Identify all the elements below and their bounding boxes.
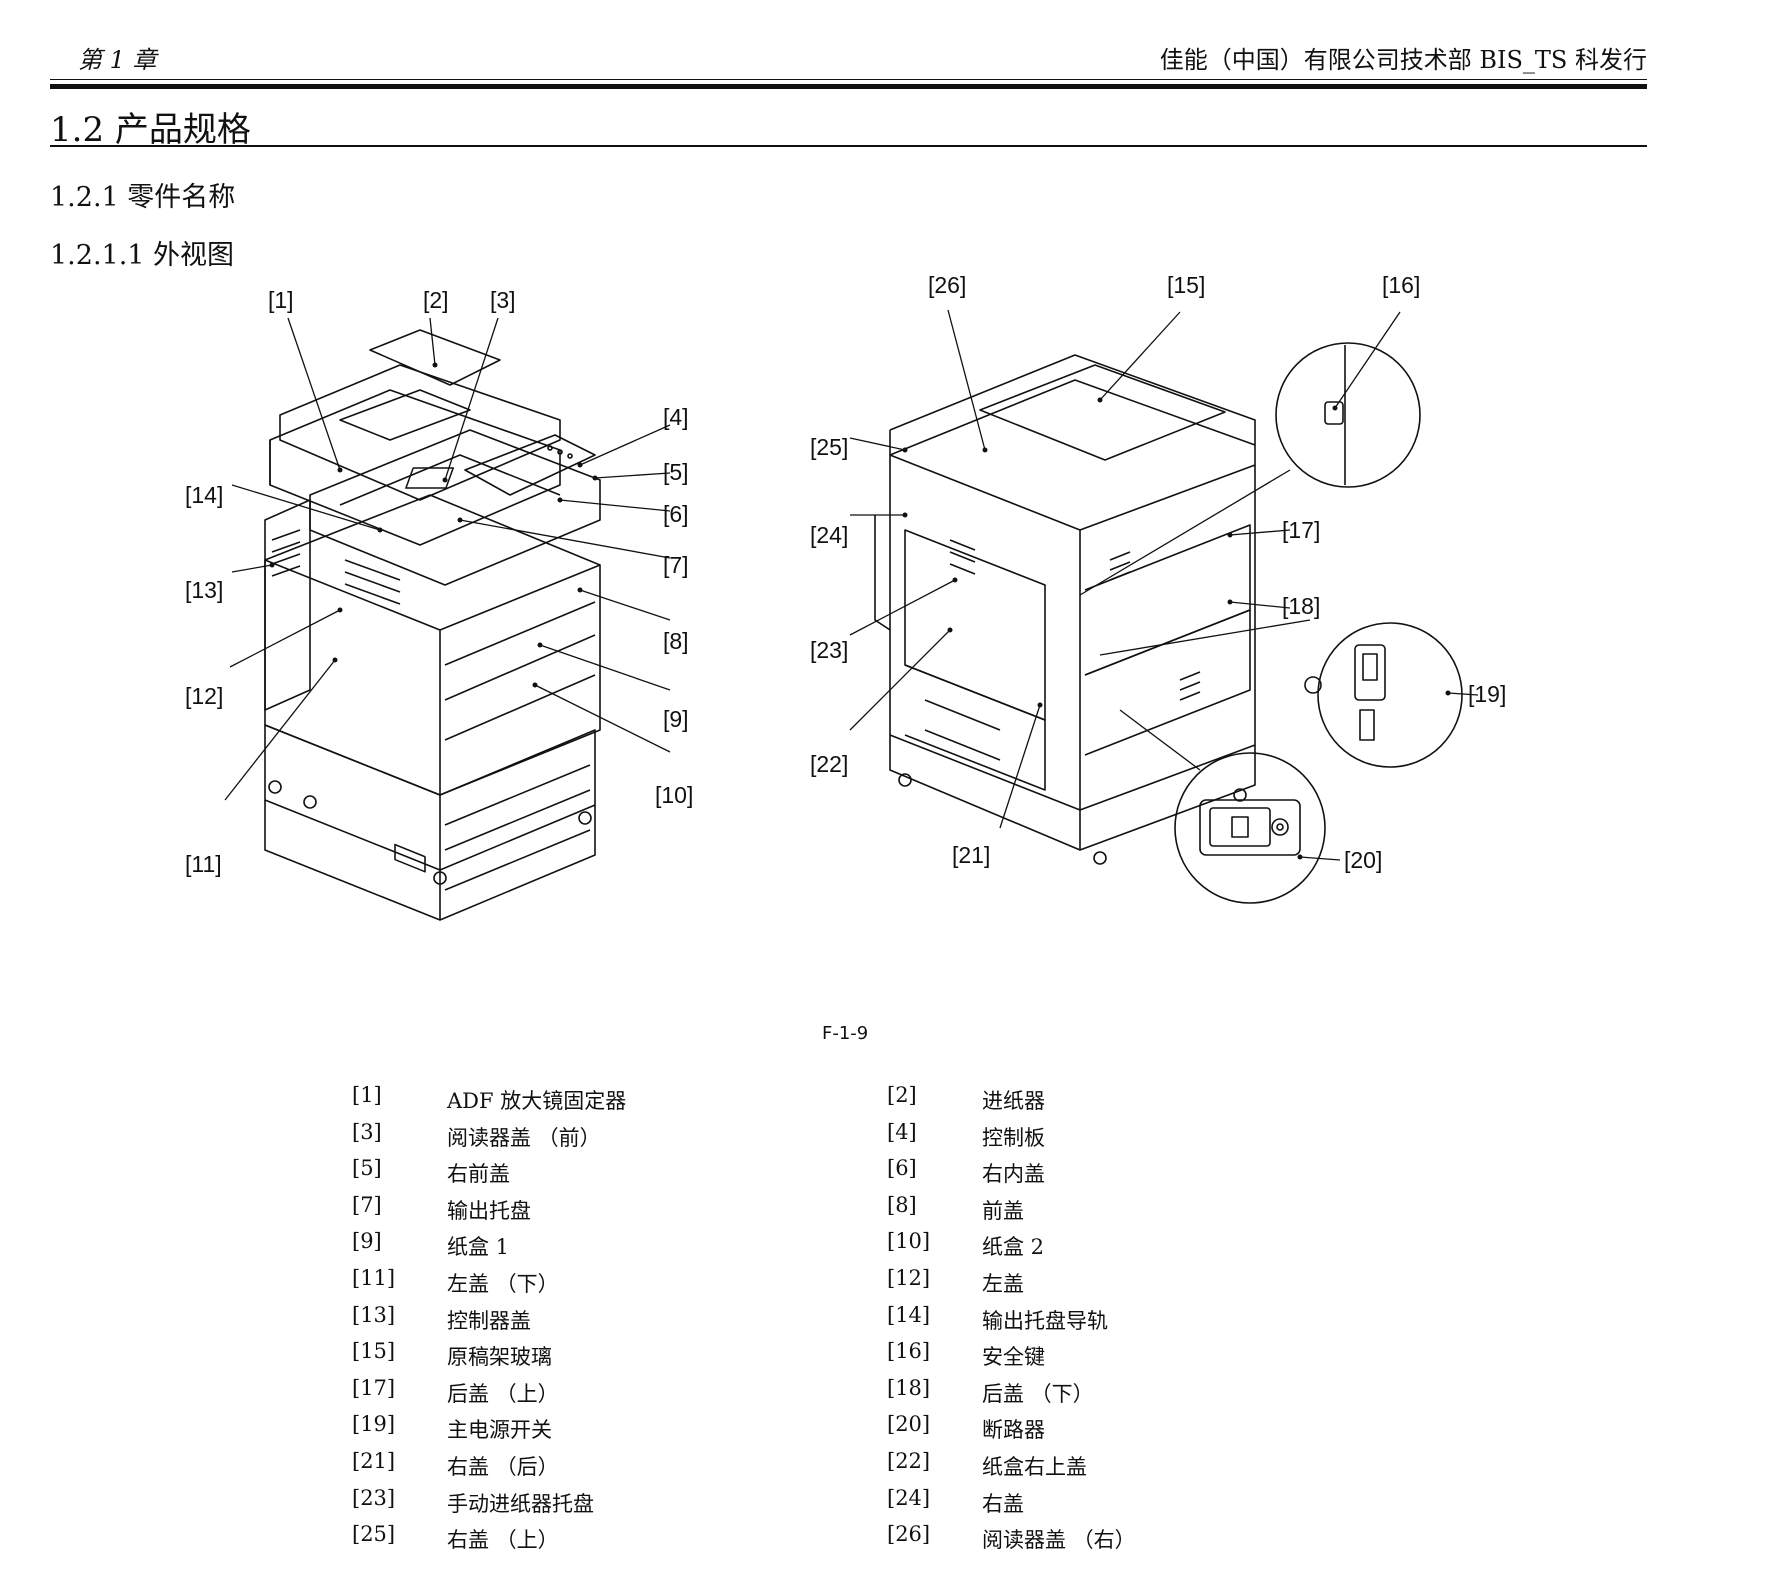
callout-4: [4] [663, 404, 689, 430]
callout-15: [15] [1167, 272, 1205, 298]
callout-16: [16] [1382, 272, 1420, 298]
header-rule [50, 84, 1647, 89]
part-name: 左盖 （下） [447, 1272, 559, 1296]
part-name: 控制器盖 [447, 1308, 531, 1333]
part-name: 右盖 [982, 1491, 1024, 1516]
part-number: [15] [352, 1339, 396, 1364]
callout-1: [1] [268, 287, 294, 313]
part-name: 右盖 （后） [447, 1455, 559, 1479]
callout-17: [17] [1282, 517, 1320, 543]
part-number: [17] [352, 1375, 396, 1400]
part-number: [23] [352, 1485, 396, 1510]
part-name: 手动进纸器托盘 [447, 1491, 594, 1516]
part-number: [7] [352, 1192, 382, 1217]
callout-25: [25] [810, 434, 848, 460]
exterior-view-figure: [1] [2] [3] [4] [5] [6] [7] [8] [9] [10]… [0, 272, 1770, 1040]
callout-21: [21] [952, 842, 990, 868]
part-number: [5] [352, 1156, 382, 1181]
part-name: 进纸器 [982, 1089, 1045, 1113]
part-number: [25] [352, 1522, 396, 1547]
part-number: [16] [887, 1339, 931, 1364]
section-rule [50, 145, 1647, 147]
part-number: [24] [887, 1485, 931, 1510]
callout-26: [26] [928, 272, 966, 298]
part-number: [1] [352, 1083, 382, 1107]
part-name: 后盖 （下） [982, 1381, 1094, 1406]
callout-12: [12] [185, 683, 223, 709]
part-name: 阅读器盖 （右） [982, 1528, 1136, 1553]
part-name: 纸盒 2 [982, 1235, 1045, 1260]
callout-13: [13] [185, 577, 223, 603]
callout-2: [2] [423, 287, 449, 313]
callout-19: [19] [1468, 681, 1506, 707]
callout-18: [18] [1282, 593, 1320, 619]
part-number: [11] [352, 1266, 396, 1290]
part-name: 纸盒右上盖 [982, 1455, 1087, 1479]
part-name: ADF 放大镜固定器 [447, 1089, 627, 1113]
part-name: 输出托盘导轨 [982, 1308, 1108, 1333]
part-name: 原稿架玻璃 [447, 1345, 552, 1370]
part-number: [10] [887, 1229, 931, 1254]
subsubsection-title: 1.2.1.1 外视图 [50, 240, 235, 271]
part-number: [6] [887, 1156, 917, 1181]
subsection-title: 1.2.1 零件名称 [50, 182, 236, 213]
callout-9: [9] [663, 706, 689, 732]
part-number: [8] [887, 1192, 917, 1217]
part-name: 右盖 （上） [447, 1528, 559, 1553]
part-number: [13] [352, 1302, 396, 1327]
part-number: [14] [887, 1302, 931, 1327]
part-number: [2] [887, 1083, 917, 1107]
part-number: [9] [352, 1229, 382, 1254]
part-name: 后盖 （上） [447, 1381, 559, 1406]
header-rule-thin [50, 79, 1647, 80]
callout-22: [22] [810, 751, 848, 777]
part-name: 主电源开关 [447, 1418, 552, 1443]
part-name: 右内盖 [982, 1162, 1045, 1187]
part-name: 输出托盘 [447, 1198, 531, 1223]
part-name: 阅读器盖 （前） [447, 1125, 601, 1150]
publisher-label: 佳能（中国）有限公司技术部 BIS_TS 科发行 [1159, 46, 1647, 74]
part-number: [18] [887, 1375, 931, 1400]
part-name: 安全键 [982, 1345, 1045, 1370]
callout-3: [3] [490, 287, 516, 313]
callout-23: [23] [810, 637, 848, 663]
callout-20: [20] [1344, 847, 1382, 873]
callout-6: [6] [663, 501, 689, 527]
part-number: [22] [887, 1449, 931, 1473]
figure-caption: F-1-9 [822, 1023, 869, 1044]
part-number: [3] [352, 1119, 382, 1144]
copier-illustration: [1] [2] [3] [4] [5] [6] [7] [8] [9] [10]… [185, 272, 1506, 921]
part-number: [20] [887, 1412, 931, 1437]
part-number: [4] [887, 1119, 917, 1144]
part-name: 前盖 [982, 1198, 1024, 1223]
chapter-label: 第 1 章 [78, 46, 157, 74]
part-name: 右前盖 [447, 1162, 510, 1187]
part-name: 控制板 [982, 1125, 1045, 1150]
part-number: [12] [887, 1266, 931, 1290]
part-name: 左盖 [982, 1272, 1024, 1296]
part-name: 纸盒 1 [447, 1235, 510, 1260]
callout-24: [24] [810, 522, 848, 548]
callout-11: [11] [185, 851, 222, 877]
callout-5: [5] [663, 459, 689, 485]
part-number: [26] [887, 1522, 931, 1547]
callout-7: [7] [663, 552, 689, 578]
callout-8: [8] [663, 628, 689, 654]
part-number: [19] [352, 1412, 396, 1437]
section-title: 1.2 产品规格 [50, 110, 251, 150]
callout-10: [10] [655, 782, 693, 808]
callout-14: [14] [185, 482, 223, 508]
part-name: 断路器 [982, 1418, 1045, 1443]
part-number: [21] [352, 1449, 396, 1473]
